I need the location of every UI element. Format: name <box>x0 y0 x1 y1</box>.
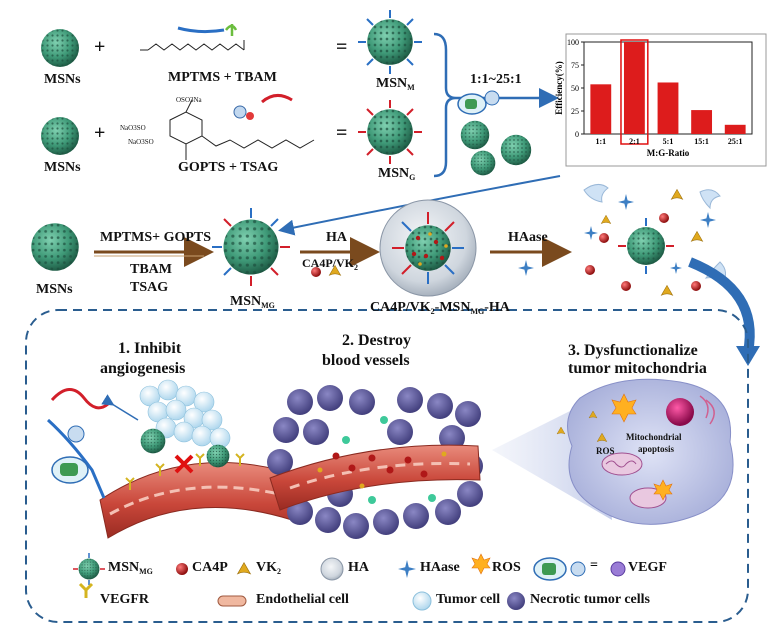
ca4p-small-icon <box>311 267 321 277</box>
msn-m-particle <box>358 10 422 74</box>
haase-small-icon <box>518 260 534 276</box>
step1-title-line2: angiogenesis <box>100 360 186 377</box>
mixed-particle-cluster <box>457 90 532 176</box>
chem-nao3s2-label: NaO3SO <box>128 138 154 146</box>
y-axis-label: Efficiency(%) <box>554 61 564 114</box>
label-ha: HA <box>326 230 347 245</box>
label-msns-row1: MSNs <box>44 72 81 87</box>
y-tick-label-0: 0 <box>575 130 579 139</box>
legend-icons <box>73 553 626 611</box>
label-ros-small: ROS <box>596 446 615 456</box>
drug-release-scene <box>583 184 726 296</box>
equals-sign-row1: = <box>336 36 348 58</box>
legend-equals: = <box>590 558 598 573</box>
process-curve-arrow <box>688 257 755 353</box>
label-reagent-1: MPTMS+ GOPTS <box>100 230 212 245</box>
y-tick-label-2: 50 <box>571 84 579 93</box>
legend-vegfr: VEGFR <box>100 592 149 607</box>
x-tick-label-2: 5:1 <box>663 137 674 146</box>
legend-necrotic: Necrotic tumor cells <box>530 592 650 607</box>
efficiency-bar-chart: 0 25 50 75 100 1:1 2:1 5:1 15:1 25:1M:G-Ratio Effi… <box>554 33 767 167</box>
gopts-chain-red <box>261 94 293 104</box>
x-tick-label-4: 25:1 <box>728 137 743 146</box>
label-haase: HAase <box>508 230 548 245</box>
label-ratio-range: 1:1~25:1 <box>470 72 522 87</box>
x-tick-label-0: 1:1 <box>595 137 606 146</box>
legend-ca4p: CA4P <box>192 560 228 575</box>
msn-mg-particle <box>212 208 290 286</box>
panel2-illustration <box>267 385 483 539</box>
tsag-icon <box>233 105 254 120</box>
legend-ros: ROS <box>492 560 521 575</box>
gopts-structure <box>169 99 315 160</box>
msn-particle-row3 <box>31 223 79 271</box>
label-gopts-tsag: GOPTS + TSAG <box>178 160 279 175</box>
msn-g-particle <box>358 100 422 164</box>
bar-1-1 <box>590 84 612 134</box>
x-axis-label: M:G-Ratio <box>647 148 690 158</box>
legend-vk2: VK2 <box>256 560 281 576</box>
x-tick-label-1: 2:1 <box>629 137 640 146</box>
ha-coated-particle <box>379 199 477 297</box>
label-ca4p-vk2: CA4P/VK2 <box>302 256 358 272</box>
mptms-chain-blue <box>177 26 225 34</box>
label-msn-mg: MSNMG <box>230 294 275 310</box>
y-tick-label-1: 25 <box>571 107 579 116</box>
legend-tumor-cell: Tumor cell <box>436 592 501 607</box>
label-mito-apoptosis-2: apoptosis <box>638 444 675 454</box>
label-mito-apoptosis-1: Mitochondrial <box>626 432 682 442</box>
bar-5-1 <box>657 82 679 134</box>
msn-particle-row1 <box>41 29 79 67</box>
step3-title-line2: tumor mitochondria <box>568 360 707 377</box>
bar-25-1 <box>724 124 746 134</box>
chem-nao3s-label: NaO3SO <box>120 124 146 132</box>
y-tick-label-3: 75 <box>571 61 579 70</box>
label-msns-row2: MSNs <box>44 160 81 175</box>
panel3-illustration <box>492 378 734 525</box>
y-tick-label-4: 100 <box>567 38 579 47</box>
legend-msn-mg: MSNMG <box>108 560 153 576</box>
tbam-chain-green <box>225 24 238 36</box>
step2-title-line2: blood vessels <box>322 352 410 369</box>
chem-sulfo-label: OSO3Na <box>176 96 202 104</box>
mechanism-panel <box>25 309 749 623</box>
label-msn-m: MSNM <box>376 76 415 92</box>
merge-bracket <box>433 32 457 178</box>
legend-ha: HA <box>348 560 369 575</box>
label-reagent-2: TBAM <box>130 262 172 277</box>
panel1-illustration <box>46 379 301 539</box>
mptms-structure <box>140 40 245 51</box>
plus-sign-row2: + <box>94 122 106 144</box>
legend-haase: HAase <box>420 560 460 575</box>
equals-sign-row2: = <box>336 122 348 144</box>
label-msns-row3: MSNs <box>36 282 73 297</box>
plus-sign-row1: + <box>94 36 106 58</box>
step3-title-line1: 3. Dysfunctionalize <box>568 342 698 359</box>
label-ca4p-msn-ha: CA4P/VK2-MSNMG-HA <box>370 300 510 316</box>
step2-title-line1: 2. Destroy <box>342 332 412 349</box>
x-tick-label-3: 15:1 <box>694 137 709 146</box>
legend-endothelial: Endothelial cell <box>256 592 349 607</box>
step1-title-line1: 1. Inhibit <box>118 340 182 357</box>
msn-particle-row2 <box>41 117 79 155</box>
bar-15-1 <box>691 110 713 134</box>
label-mptms-tbam: MPTMS + TBAM <box>168 70 277 85</box>
label-msn-g: MSNG <box>378 166 416 182</box>
label-reagent-3: TSAG <box>130 280 169 295</box>
bar-2-1 <box>623 42 645 134</box>
legend-vegf: VEGF <box>628 560 667 575</box>
bar-highlight-box <box>620 39 649 145</box>
